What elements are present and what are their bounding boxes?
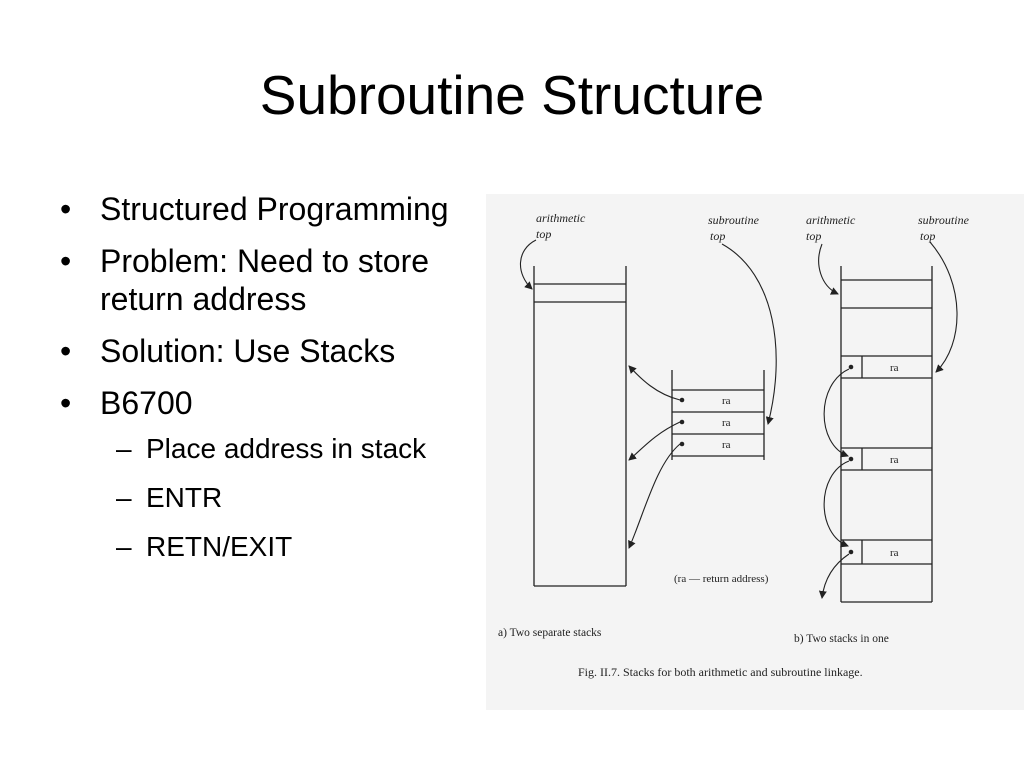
bullet-list: Structured Programming Problem: Need to … — [56, 190, 496, 579]
caption-a: a) Two separate stacks — [498, 627, 602, 639]
link-dot — [848, 364, 854, 370]
caption-b: b) Two stacks in one — [794, 633, 889, 645]
page-title: Subroutine Structure — [259, 64, 765, 126]
arith-top-arrow-a — [519, 239, 537, 290]
sub-bullet-item: RETN/EXIT — [100, 530, 496, 563]
return-arrow — [628, 365, 681, 401]
arithmetic-stack-a — [533, 266, 627, 587]
combined-stack-b — [840, 266, 933, 603]
link-dot — [848, 456, 854, 462]
stack-diagram: arithmetic top subroutine top arithmetic… — [498, 211, 972, 679]
link-dot — [679, 397, 685, 403]
arith-top-label-a: arithmetic top — [536, 211, 588, 241]
ra-label: ra — [890, 454, 899, 466]
sub-bullet-item: ENTR — [100, 481, 496, 514]
sub-bullet-item: Place address in stack — [100, 432, 496, 465]
link-arrow — [823, 460, 850, 548]
link-dot — [679, 441, 685, 447]
link-arrow — [823, 368, 850, 458]
ra-label: ra — [722, 417, 731, 429]
return-arrow — [628, 421, 681, 461]
sub-top-label-a: subroutine top — [708, 213, 762, 243]
return-arrow — [628, 443, 681, 549]
sub-top-arrow-b — [929, 241, 958, 373]
ra-label: ra — [722, 439, 731, 451]
sub-bullet-list: Place address in stack ENTR RETN/EXIT — [56, 432, 496, 563]
bullet-item: Solution: Use Stacks — [56, 332, 496, 370]
link-dot — [679, 419, 685, 425]
link-arrow — [818, 553, 850, 599]
bullet-item: B6700 — [56, 384, 496, 422]
ra-label: ra — [890, 547, 899, 559]
ra-label: ra — [890, 362, 899, 374]
stack-figure: arithmetic top subroutine top arithmetic… — [486, 194, 1024, 710]
sub-top-arrow-a — [721, 243, 777, 425]
subroutine-stack-a — [671, 370, 765, 460]
bullet-item: Structured Programming — [56, 190, 496, 228]
figure-caption: Fig. II.7. Stacks for both arithmetic an… — [578, 665, 863, 679]
arith-top-label-b: arithmetic top — [806, 213, 858, 243]
link-dot — [848, 549, 854, 555]
ra-label: ra — [722, 395, 731, 407]
sub-top-label-b: subroutine top — [918, 213, 972, 243]
arith-top-arrow-b — [818, 243, 839, 295]
legend-text: (ra — return address) — [674, 573, 769, 585]
bullet-item: Problem: Need to store return address — [56, 242, 496, 318]
